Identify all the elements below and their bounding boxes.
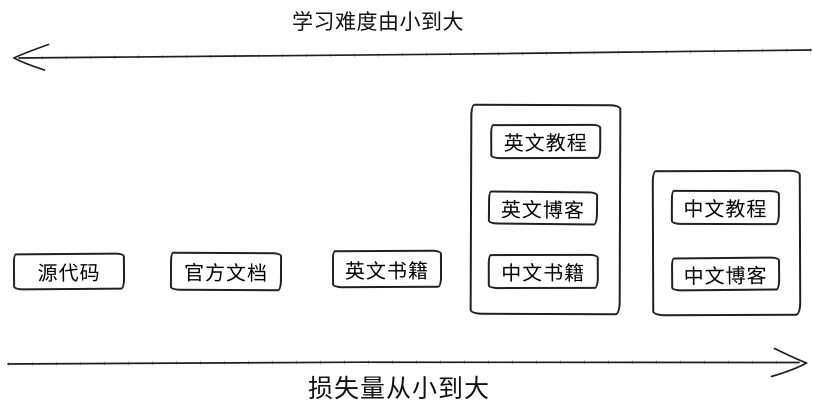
bottom-axis-label: 损失量从小到大 (308, 374, 491, 403)
box-official-docs: 官方文档 (169, 251, 283, 292)
box-label: 英文书籍 (344, 258, 430, 283)
box-english-blogs: 英文博客 (487, 190, 599, 226)
box-english-tutorials: 英文教程 (490, 123, 602, 160)
box-source-code: 源代码 (12, 252, 126, 291)
group-box-right: 中文教程 中文博客 (651, 169, 802, 317)
box-chinese-books: 中文书籍 (487, 253, 599, 290)
top-axis-label: 学习难度由小到大 (292, 10, 464, 34)
box-label: 官方文档 (183, 260, 269, 286)
box-label: 英文博客 (500, 197, 586, 222)
box-label: 源代码 (37, 260, 101, 286)
left-arrow-icon (13, 43, 812, 71)
box-label: 中文博客 (683, 263, 768, 288)
box-english-books: 英文书籍 (331, 249, 443, 289)
box-label: 中文书籍 (501, 260, 586, 286)
group-box-left: 英文教程 英文博客 中文书籍 (469, 103, 622, 316)
box-chinese-blogs: 中文博客 (670, 256, 781, 292)
box-label: 中文教程 (683, 196, 768, 222)
box-chinese-tutorials: 中文教程 (670, 189, 780, 226)
right-arrow-icon (7, 347, 808, 378)
box-label: 英文教程 (503, 130, 588, 156)
